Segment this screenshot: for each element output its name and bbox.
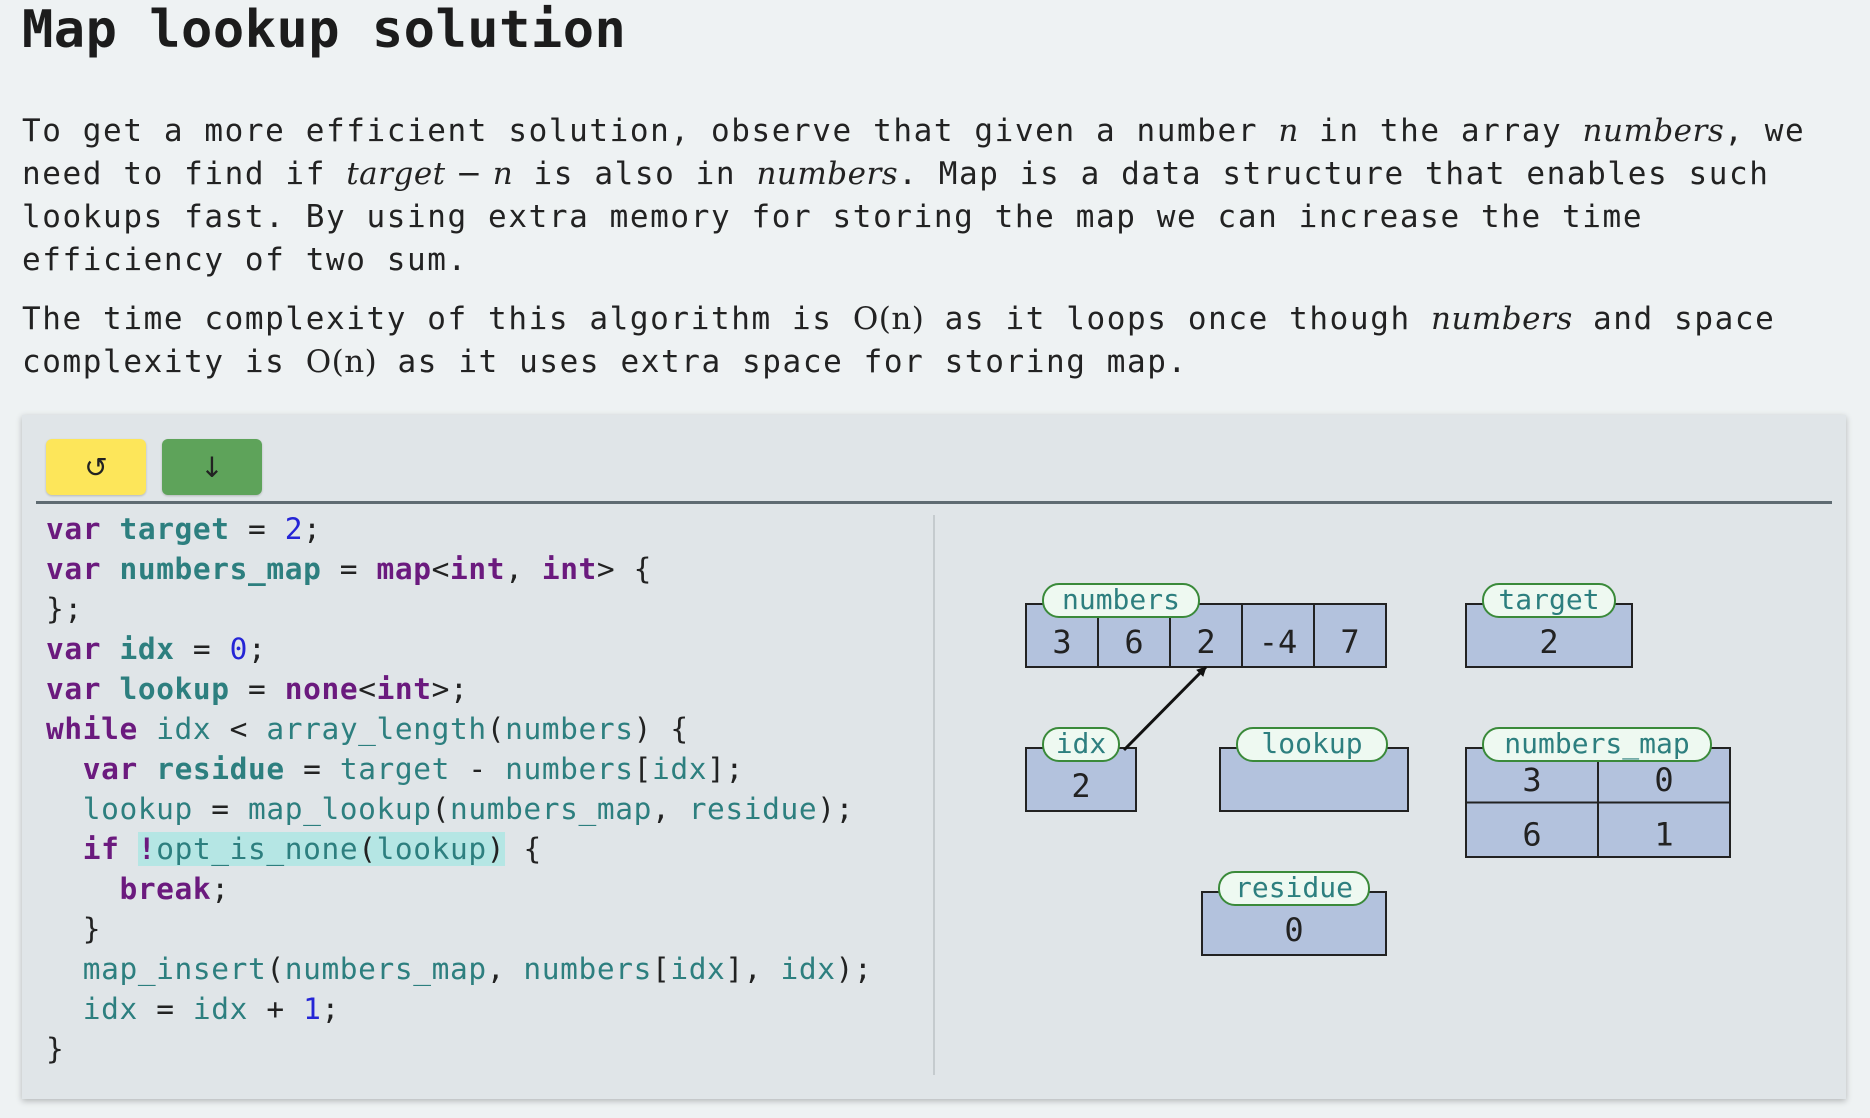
reset-button[interactable]: ↺	[46, 439, 146, 495]
step-button[interactable]: ↓	[162, 439, 262, 495]
math-numbers: numbers	[1582, 113, 1725, 149]
math-big-o: O(n)	[852, 301, 925, 337]
current-expression-highlight: !opt_is_none(lookup)	[137, 832, 506, 866]
map-key: 6	[1522, 816, 1541, 854]
residue-label: residue	[1235, 871, 1353, 904]
arrow-down-icon: ↓	[200, 450, 224, 484]
target-label: target	[1498, 583, 1599, 616]
numbers-tag	[1042, 583, 1200, 618]
page-title: Map lookup solution	[22, 0, 627, 60]
numbers-map-label: numbers_map	[1504, 727, 1689, 761]
intro-paragraph: To get a more efficient solution, observ…	[22, 113, 1806, 278]
idx-label: idx	[1056, 727, 1107, 760]
numbers-cell-value: 7	[1340, 623, 1359, 661]
lookup-label: lookup	[1261, 727, 1362, 760]
target-tag	[1482, 583, 1616, 618]
numbers-cell-value: -4	[1259, 623, 1298, 661]
reset-icon: ↺	[84, 450, 108, 484]
numbers-map-tag	[1482, 727, 1712, 762]
pane-splitter[interactable]	[933, 515, 935, 1075]
math-numbers: numbers	[756, 156, 899, 192]
complexity-paragraph: The time complexity of this algorithm is…	[22, 301, 1776, 380]
visualizer-panel: ↺ ↓ var target = 2; var numbers_map = ma…	[22, 415, 1846, 1099]
target-variable: target 2	[1465, 583, 1633, 668]
numbers-cell-value: 3	[1052, 623, 1071, 661]
target-value: 2	[1539, 623, 1558, 661]
numbers-label: numbers	[1062, 583, 1180, 616]
math-big-o: O(n)	[305, 344, 378, 380]
map-value: 1	[1654, 816, 1673, 854]
idx-tag	[1042, 727, 1120, 762]
map-value: 0	[1654, 761, 1673, 799]
numbers-cell-value: 6	[1124, 623, 1143, 661]
residue-tag	[1218, 871, 1370, 906]
math-numbers: numbers	[1430, 301, 1573, 337]
numbers-map: 3 0 6 1 numbers_map	[1465, 727, 1731, 858]
map-key: 3	[1522, 761, 1541, 799]
idx-pointer-arrow	[1122, 665, 1208, 752]
math-n: n	[1278, 113, 1299, 149]
lookup-tag	[1236, 727, 1388, 762]
residue-value: 0	[1284, 911, 1303, 949]
math-target-minus-n: target − n	[346, 156, 514, 192]
idx-value: 2	[1071, 767, 1090, 805]
lookup-variable: lookup	[1219, 727, 1409, 812]
toolbar-divider	[36, 501, 1832, 504]
residue-variable: residue 0	[1201, 871, 1387, 956]
numbers-cell-value: 2	[1196, 623, 1215, 661]
idx-variable: idx 2	[1025, 727, 1137, 812]
numbers-array: 3 6 2 -4 7 numbers	[1025, 583, 1387, 668]
code-editor[interactable]: var target = 2; var numbers_map = map<in…	[46, 512, 873, 1066]
